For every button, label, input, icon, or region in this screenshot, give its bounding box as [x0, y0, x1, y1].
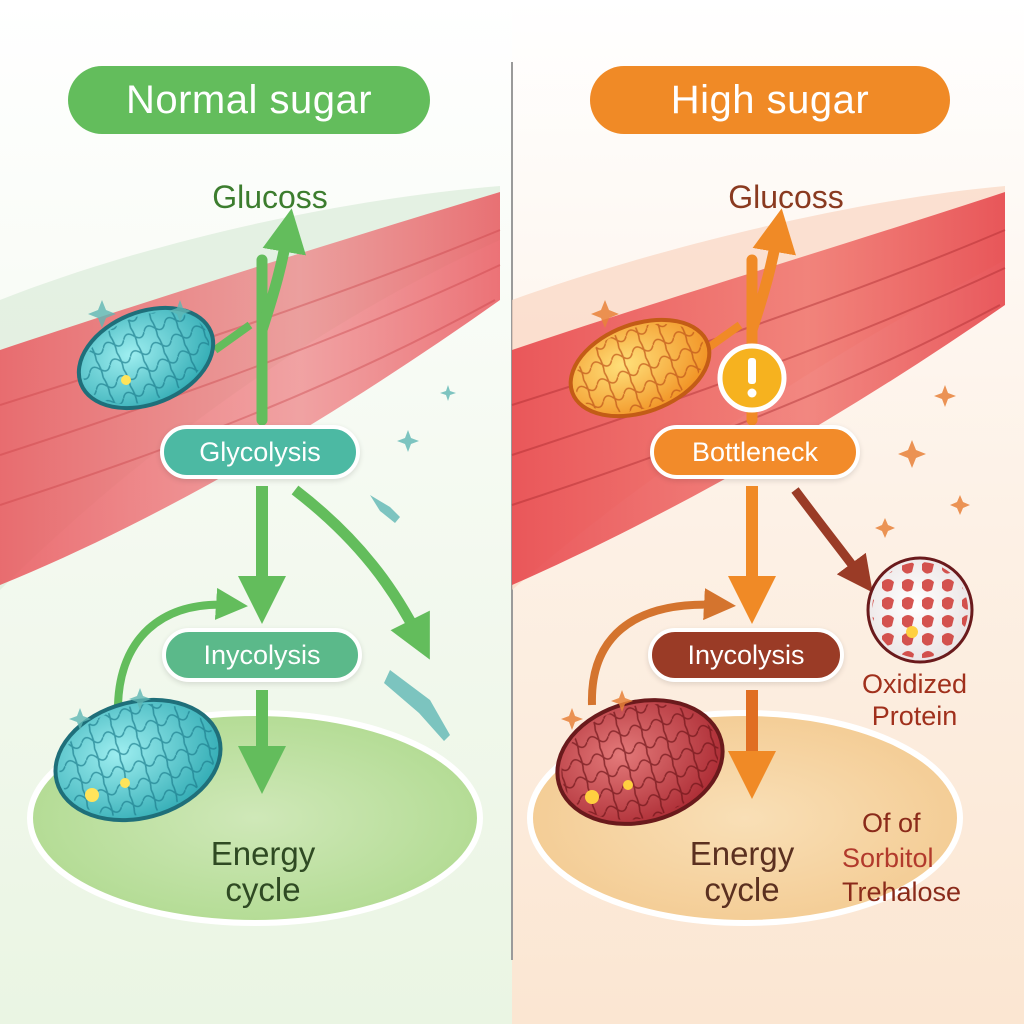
stage2-node-normal: Inycolysis [162, 628, 362, 682]
energy-cycle-line2: cycle [225, 870, 301, 908]
muscle-band-left [0, 186, 501, 590]
glucose-label-high: Glucoss [728, 179, 844, 215]
glucose-cell-normal [76, 305, 216, 411]
energy-cycle-line1: Energy [689, 835, 795, 872]
oxidized-line1: Oxidized [862, 669, 968, 699]
sparkle-icon [69, 300, 456, 741]
glucose-cell-high [568, 317, 712, 419]
energy-cell-normal [53, 697, 223, 823]
sorbitol-line3: Trehalose [842, 877, 962, 908]
sorbitol-line2: Sorbitol [842, 842, 934, 873]
sorbitol-trehalose-label: Of of Sorbitol Trehalose [842, 806, 961, 910]
exclamation-warning-icon [717, 343, 787, 413]
glycolysis-node: Glycolysis [160, 425, 360, 479]
arrow-to-oxidized-protein [791, 487, 873, 593]
oxidized-line2: Protein [871, 701, 958, 732]
oxidized-protein-label: Oxidized Protein [862, 668, 967, 733]
energy-cycle-line2: cycle [704, 870, 780, 908]
energy-cycle-label-high: Energy cycle [642, 836, 842, 907]
normal-sugar-title: Normal sugar [68, 66, 430, 134]
high-sugar-title: High sugar [590, 66, 950, 134]
energy-cycle-label-normal: Energy cycle [163, 836, 363, 907]
bottleneck-node: Bottleneck [650, 425, 860, 479]
sorbitol-line1: Of of [862, 808, 921, 838]
stage2-node-high: Inycolysis [648, 628, 844, 682]
glucose-label-normal: Glucoss [212, 179, 328, 215]
sparkle-icon-high [561, 300, 970, 730]
energy-cycle-line1: Energy [210, 835, 316, 872]
oxidized-protein-cell [866, 556, 974, 664]
energy-cell-high [555, 698, 725, 826]
normal-flow-arrows [114, 208, 430, 794]
